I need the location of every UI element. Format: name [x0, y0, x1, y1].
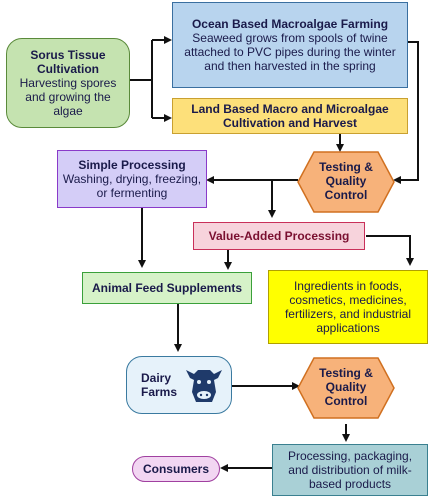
- testing-top-label: Testing & Quality Control: [296, 150, 396, 214]
- testing-bottom-line1: Testing &: [319, 366, 373, 381]
- ingredients-body: Ingredients in foods, cosmetics, medicin…: [284, 278, 412, 336]
- testing-bottom-line3: Control: [324, 393, 368, 408]
- processing-body: Processing, packaging, and distribution …: [287, 448, 413, 492]
- testing-top-line1: Testing &: [319, 160, 373, 175]
- sorus-box: Sorus Tissue Cultivation Harvesting spor…: [6, 38, 130, 128]
- value-added-title: Value-Added Processing: [208, 228, 350, 243]
- animal-feed-box: Animal Feed Supplements: [82, 272, 252, 304]
- arrow-value-to-ingredients: [366, 235, 414, 266]
- simple-title: Simple Processing: [78, 157, 186, 172]
- simple-body: Washing, drying, freezing, or fermenting: [62, 171, 202, 201]
- testing-bottom-line2: Quality: [325, 380, 367, 395]
- testing-bottom-hexagon: [297, 357, 395, 419]
- land-box: Land Based Macro and Microalgae Cultivat…: [172, 98, 408, 134]
- value-added-box: Value-Added Processing: [193, 222, 365, 250]
- land-title: Land Based Macro and Microalgae Cultivat…: [191, 101, 389, 130]
- arrow-ocean-to-testing: [393, 41, 419, 184]
- dairy-line2: Farms: [141, 385, 178, 399]
- simple-box: Simple Processing Washing, drying, freez…: [57, 150, 207, 208]
- animal-feed-title: Animal Feed Supplements: [91, 280, 243, 295]
- sorus-title: Sorus Tissue Cultivation: [30, 47, 106, 76]
- ocean-box: Ocean Based Macroalgae Farming Seaweed g…: [172, 2, 408, 88]
- ocean-body: Seaweed grows from spools of twine attac…: [184, 30, 396, 74]
- ingredients-box: Ingredients in foods, cosmetics, medicin…: [268, 270, 428, 344]
- consumers-box: Consumers: [132, 456, 220, 482]
- testing-top-hexagon: [297, 151, 395, 213]
- ocean-title: Ocean Based Macroalgae Farming: [191, 16, 389, 31]
- consumers-title: Consumers: [142, 461, 210, 476]
- dairy-line1: Dairy: [141, 370, 172, 385]
- processing-box: Processing, packaging, and distribution …: [272, 444, 428, 496]
- cow-icon: [186, 370, 222, 402]
- sorus-body: Harvesting spores and growing the algae: [19, 75, 117, 119]
- testing-bottom-label: Testing & Quality Control: [296, 356, 396, 420]
- testing-top-line2: Quality: [325, 174, 367, 189]
- testing-top-line3: Control: [324, 187, 368, 202]
